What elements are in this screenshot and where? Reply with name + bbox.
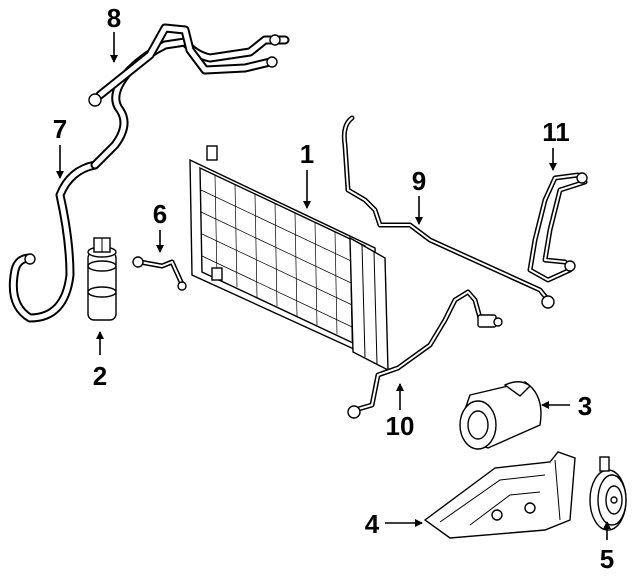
callout-1: 1 xyxy=(300,139,314,169)
liquid-line xyxy=(341,115,555,309)
compressor-bracket xyxy=(423,451,576,539)
suction-hose xyxy=(88,23,290,170)
line-fitting xyxy=(132,256,187,291)
condenser xyxy=(189,145,389,372)
receiver-drier xyxy=(87,237,117,321)
leader-lines xyxy=(56,32,611,540)
discharge-hose xyxy=(8,160,100,323)
callout-11: 11 xyxy=(542,117,570,147)
evaporator-pipe xyxy=(527,172,588,283)
line-assembly xyxy=(347,289,503,419)
callout-9: 9 xyxy=(412,166,426,196)
callout-labels: 1 2 3 4 5 6 7 8 9 10 11 xyxy=(53,3,614,574)
callout-6: 6 xyxy=(153,199,167,229)
callout-7: 7 xyxy=(53,114,67,144)
callout-8: 8 xyxy=(107,3,121,33)
callout-10: 10 xyxy=(386,411,415,441)
callout-3: 3 xyxy=(578,391,592,421)
compressor-clutch xyxy=(589,456,627,531)
callout-5: 5 xyxy=(600,544,614,574)
callout-4: 4 xyxy=(365,509,380,539)
callout-2: 2 xyxy=(93,361,107,391)
compressor xyxy=(459,381,542,450)
